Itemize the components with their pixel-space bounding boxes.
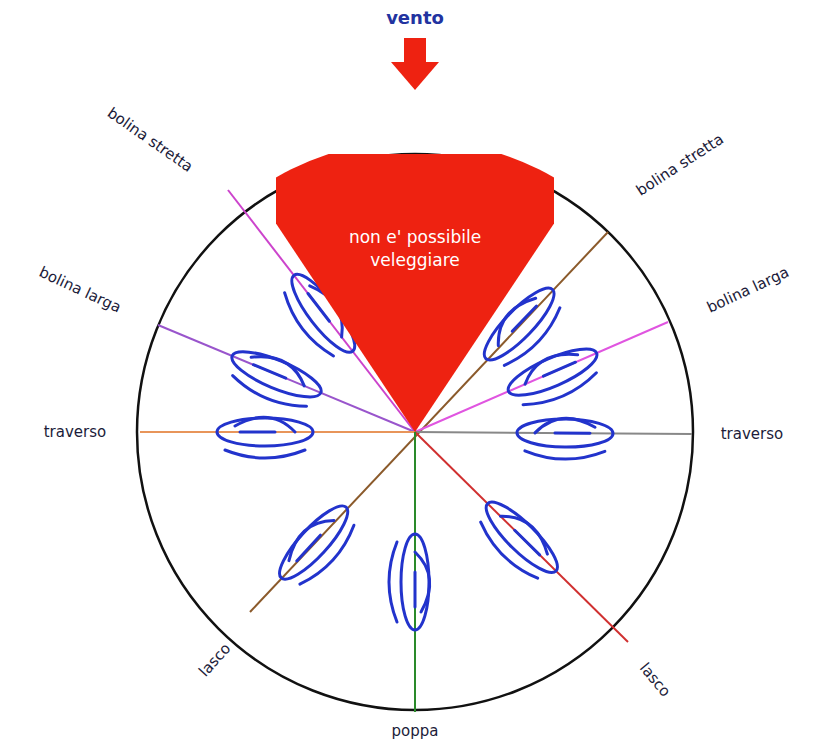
- course-label: bolina larga: [704, 264, 791, 316]
- boat-sketch: [270, 497, 365, 595]
- course-label: bolina stretta: [633, 131, 726, 199]
- course-label: traverso: [721, 426, 784, 443]
- boat-sketch: [222, 342, 326, 416]
- boat-sketch: [469, 493, 566, 589]
- course-label: lasco: [196, 640, 234, 680]
- boat-sketch: [217, 417, 313, 458]
- boat-sketch: [517, 418, 613, 459]
- course-lines: [140, 190, 692, 712]
- no-go-sector: non e' possibile veleggiare: [276, 154, 554, 432]
- sector-shape: [276, 154, 554, 432]
- course-label: poppa: [392, 723, 439, 740]
- sector-text: non e' possibile veleggiare: [346, 226, 485, 272]
- boat-sketch: [503, 340, 607, 416]
- boat-sketch: [389, 534, 430, 630]
- course-label: bolina larga: [36, 264, 123, 316]
- course-label: traverso: [44, 424, 107, 441]
- course-label: bolina stretta: [104, 105, 196, 176]
- wind-arrow: [391, 38, 439, 90]
- wind-label: vento: [386, 8, 444, 28]
- course-label: lasco: [636, 660, 673, 700]
